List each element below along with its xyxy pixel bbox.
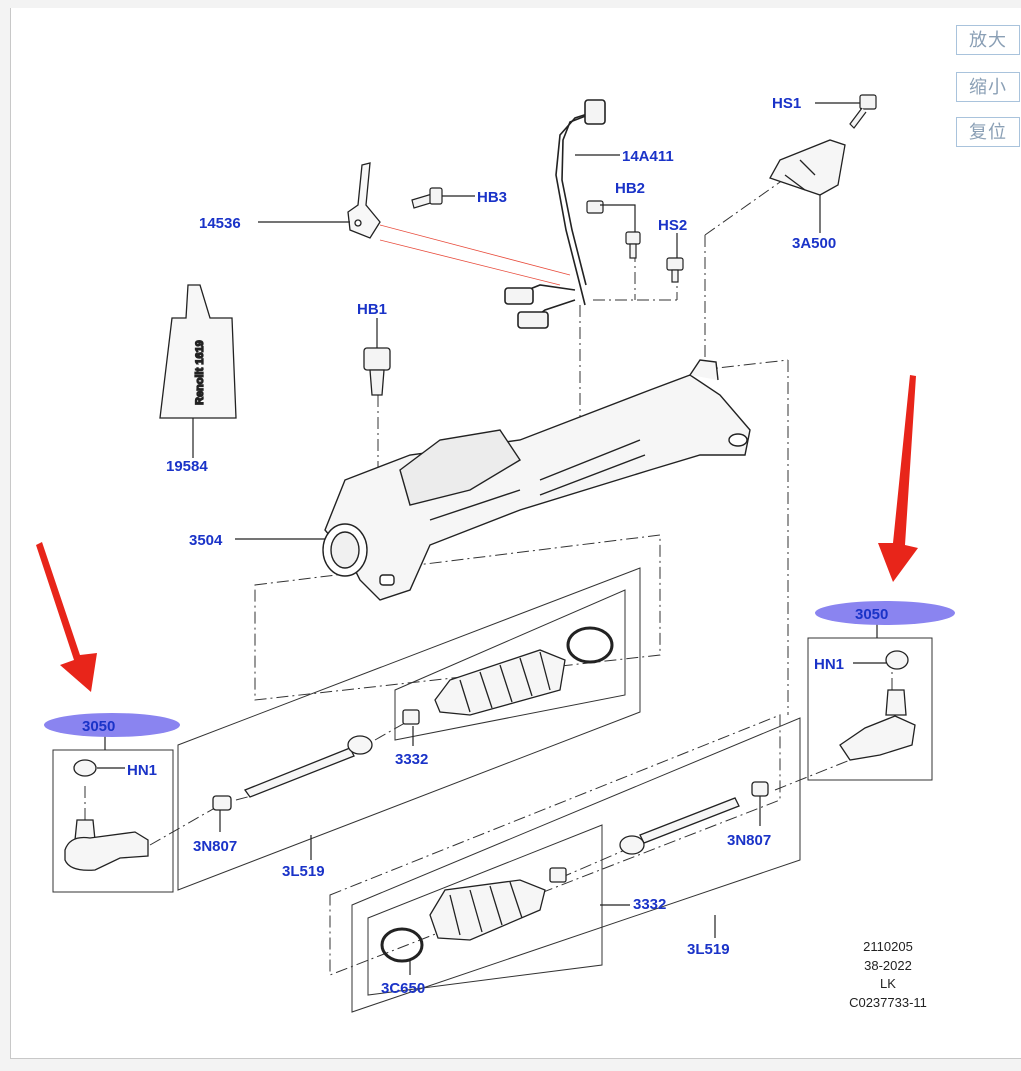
label-3c650: 3C650 bbox=[381, 980, 425, 997]
steering-gear-3504-drawing bbox=[322, 359, 751, 601]
leader-lines bbox=[97, 102, 886, 975]
reference-line-3: LK bbox=[880, 976, 896, 991]
bolt-hb1-drawing bbox=[363, 347, 391, 396]
label-3n807-right: 3N807 bbox=[727, 832, 771, 849]
assembly-boxes bbox=[52, 567, 933, 1013]
reset-button[interactable]: 复位 bbox=[956, 117, 1020, 147]
red-arrow-right-icon bbox=[878, 375, 918, 582]
label-3l519-right: 3L519 bbox=[687, 941, 730, 958]
red-arrows bbox=[36, 375, 918, 692]
label-hn1-left: HN1 bbox=[127, 762, 157, 779]
harness-14a411-drawing bbox=[504, 99, 606, 329]
label-14536: 14536 bbox=[199, 215, 241, 232]
zoom-out-button[interactable]: 缩小 bbox=[956, 72, 1020, 102]
tube-brand-text: Renolit 1619 bbox=[194, 340, 206, 405]
reference-hairlines bbox=[379, 224, 571, 286]
boot-3332-lower-drawing bbox=[380, 867, 567, 963]
part-labels: HS1 14A411 HB3 HB2 HS2 14536 3A500 HB1 1… bbox=[82, 95, 888, 997]
label-3a500: 3A500 bbox=[792, 235, 836, 252]
sensor-3a500-drawing bbox=[769, 139, 846, 196]
label-3050-left: 3050 bbox=[82, 718, 115, 735]
zoom-in-button[interactable]: 放大 bbox=[956, 25, 1020, 55]
label-hb2: HB2 bbox=[615, 180, 645, 197]
label-hn1-right: HN1 bbox=[814, 656, 844, 673]
reference-line-2: 38-2022 bbox=[864, 958, 912, 973]
label-3050-right: 3050 bbox=[855, 606, 888, 623]
label-3332-bottom: 3332 bbox=[633, 896, 666, 913]
tie-rod-end-3050-left-drawing bbox=[64, 759, 149, 871]
label-3332-top: 3332 bbox=[395, 751, 428, 768]
bolt-hs2-drawing bbox=[666, 257, 684, 283]
label-3n807-left: 3N807 bbox=[193, 838, 237, 855]
tie-rod-3l519-left-drawing bbox=[212, 735, 373, 811]
red-arrow-left-icon bbox=[36, 542, 97, 692]
grease-tube-19584-drawing: Renolit 1619 bbox=[159, 284, 237, 419]
label-hs1: HS1 bbox=[772, 95, 801, 112]
bolt-hs1-drawing bbox=[849, 94, 877, 129]
reference-line-4: C0237733-11 bbox=[849, 995, 927, 1010]
reference-line-1: 2110205 bbox=[863, 939, 913, 954]
tie-rod-end-3050-right-drawing bbox=[839, 650, 916, 761]
bolt-hb3-drawing bbox=[411, 187, 443, 209]
label-14a411: 14A411 bbox=[622, 148, 674, 165]
highlight-3050-right bbox=[815, 601, 955, 625]
label-3504: 3504 bbox=[189, 532, 223, 549]
label-hs2: HS2 bbox=[658, 217, 687, 234]
assembly-outlines bbox=[84, 174, 893, 976]
bolt-hb2-drawing bbox=[586, 200, 641, 259]
label-19584: 19584 bbox=[166, 458, 208, 475]
label-3l519-left: 3L519 bbox=[282, 863, 325, 880]
highlight-3050-left bbox=[44, 713, 180, 737]
bracket-14536-drawing bbox=[347, 162, 381, 239]
label-hb3: HB3 bbox=[477, 189, 507, 206]
label-hb1: HB1 bbox=[357, 301, 387, 318]
diagram-reference: 2110205 38-2022 LK C0237733-11 bbox=[849, 939, 927, 1010]
tie-rod-3l519-right-drawing bbox=[619, 781, 769, 855]
boot-3332-upper-drawing bbox=[402, 626, 614, 725]
